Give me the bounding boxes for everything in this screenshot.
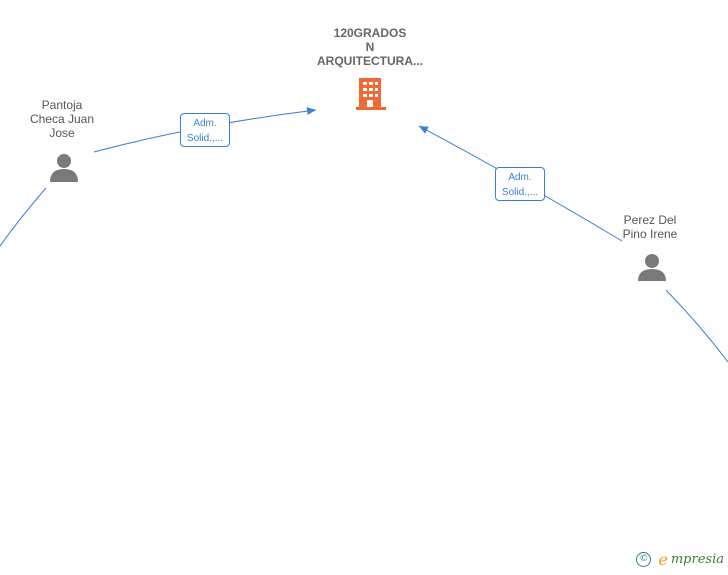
person-name-line: Pantoja bbox=[41, 98, 83, 112]
edge-role-line: Solid.,... bbox=[501, 187, 539, 198]
person-name-line: Perez Del bbox=[623, 213, 677, 227]
person-name-label[interactable]: Pantoja Checa Juan Jose bbox=[12, 98, 112, 140]
person-name-label[interactable]: Perez Del Pino Irene bbox=[600, 213, 700, 241]
person-name-line: Jose bbox=[49, 126, 75, 140]
company-name-line: N bbox=[365, 40, 375, 54]
copyright-icon: © bbox=[636, 552, 652, 567]
edge-role-line: Adm. bbox=[508, 172, 532, 183]
person-icon[interactable] bbox=[50, 154, 78, 182]
building-icon[interactable] bbox=[356, 78, 386, 110]
person-name-line: Pino Irene bbox=[622, 227, 678, 241]
edge-role-line: Adm. bbox=[193, 118, 217, 129]
edge-role-label[interactable]: Adm. Solid.,... bbox=[180, 113, 230, 147]
edge-pantoja-offscreen bbox=[0, 187, 47, 247]
person-icon[interactable] bbox=[638, 254, 666, 281]
company-name-line: ARQUITECTURA... bbox=[317, 54, 423, 68]
brand-initial: e bbox=[658, 550, 668, 569]
company-name-label[interactable]: 120GRADOS N ARQUITECTURA... bbox=[300, 26, 440, 68]
edge-role-label[interactable]: Adm. Solid.,... bbox=[495, 167, 545, 201]
company-name-line: 120GRADOS bbox=[333, 26, 407, 40]
brand-name: mpresia bbox=[670, 552, 724, 567]
edge-role-line: Solid.,... bbox=[186, 133, 224, 144]
person-name-line: Checa Juan bbox=[29, 112, 95, 126]
edge-perez-offscreen bbox=[665, 289, 728, 363]
